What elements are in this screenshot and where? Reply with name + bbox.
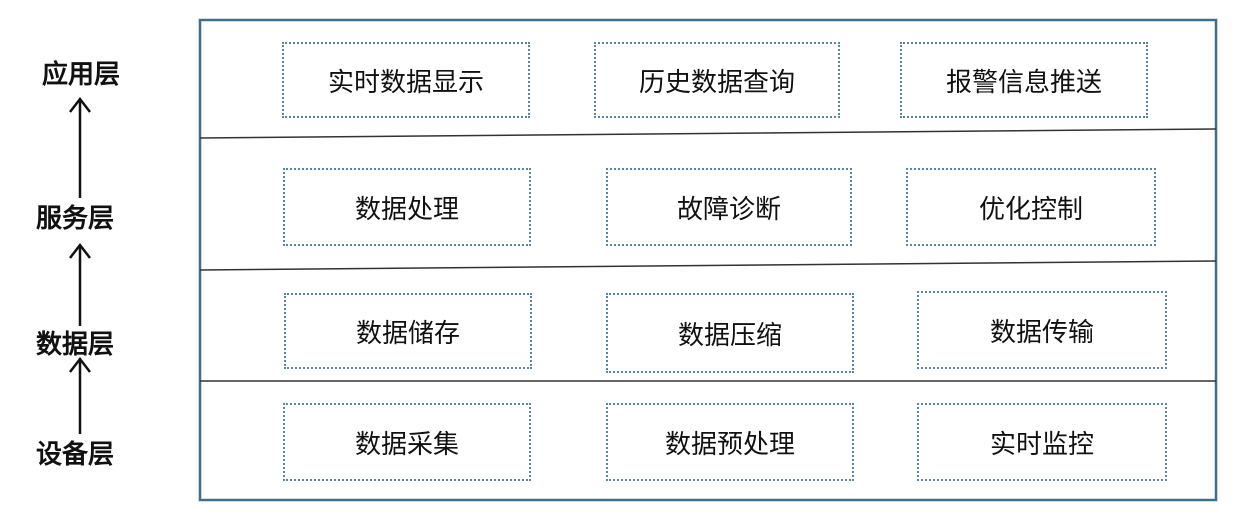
layer-divider <box>199 260 1217 271</box>
arrow-up-icon <box>69 356 91 434</box>
layer-label-application: 应用层 <box>42 60 121 90</box>
module-box: 数据储存 <box>284 293 532 369</box>
module-box: 数据处理 <box>283 168 531 246</box>
module-box: 历史数据查询 <box>594 42 840 118</box>
module-box: 实时数据显示 <box>282 42 530 118</box>
layer-divider <box>199 128 1217 139</box>
layer-label-service: 服务层 <box>36 204 115 234</box>
module-box: 数据采集 <box>283 403 531 481</box>
module-box: 故障诊断 <box>606 168 852 246</box>
module-box: 优化控制 <box>906 168 1156 246</box>
module-box: 数据预处理 <box>606 403 854 481</box>
arrow-up-icon <box>69 242 91 326</box>
arrow-up-icon <box>69 96 91 198</box>
module-box: 数据压缩 <box>606 293 854 373</box>
module-box: 数据传输 <box>917 291 1167 369</box>
module-box: 实时监控 <box>917 403 1167 481</box>
layer-label-data: 数据层 <box>36 330 115 360</box>
module-box: 报警信息推送 <box>900 42 1148 118</box>
layer-label-device: 设备层 <box>36 440 115 470</box>
